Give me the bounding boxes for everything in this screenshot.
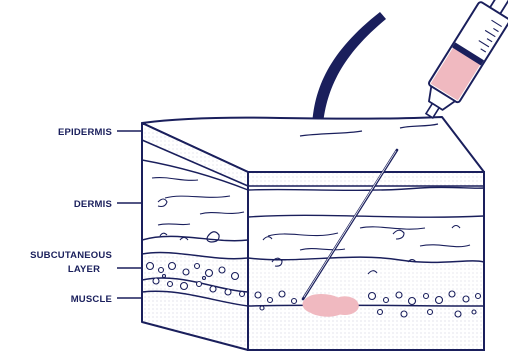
injected-fluid-icon [302, 294, 359, 317]
skin-surface-wrinkle [299, 130, 363, 137]
dermis-label: DERMIS [74, 199, 112, 210]
epidermis-top-surface [141, 116, 485, 173]
syringe-icon [424, 0, 508, 120]
subcutaneous-label-line2: LAYER [68, 264, 100, 275]
epidermis-label: EPIDERMIS [58, 127, 112, 138]
block-side-face [142, 123, 248, 350]
block-front-face [248, 172, 484, 350]
needle-shine [303, 150, 397, 298]
subcutaneous-label-line1: SUBCUTANEOUS [30, 250, 112, 261]
muscle-label: MUSCLE [71, 294, 112, 305]
skin-surface-wrinkle [399, 123, 439, 129]
